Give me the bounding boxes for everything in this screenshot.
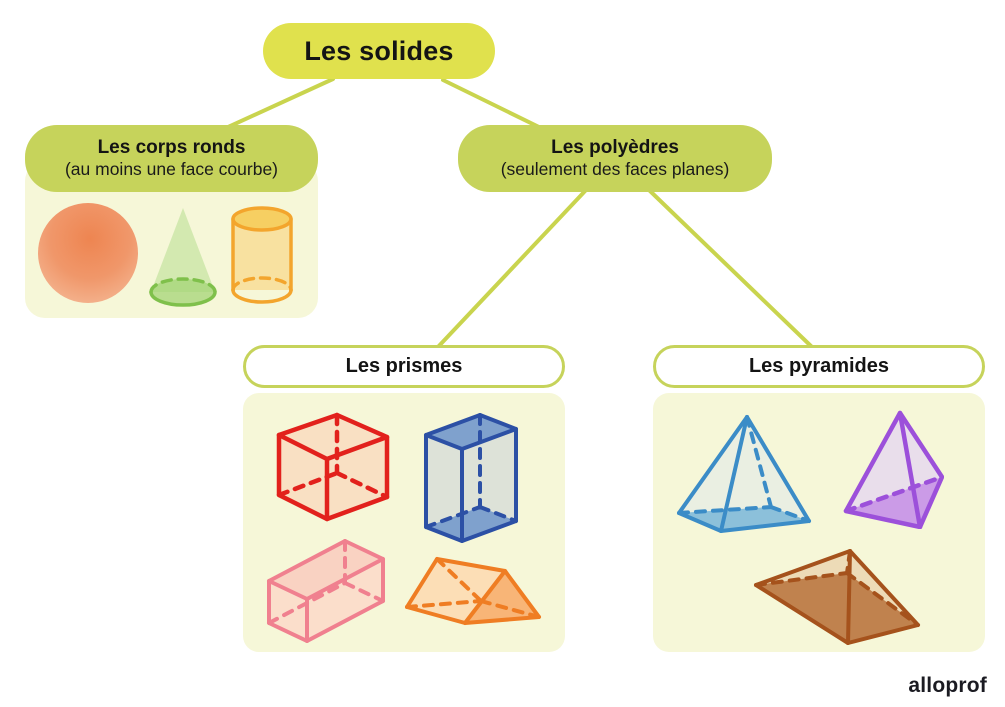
polyedres-title: Les polyèdres [551,136,679,158]
cylinder-icon [231,206,293,304]
square-pyramid-icon [677,415,811,533]
triangular-pyramid-icon [843,410,944,529]
rectangular-prism-upright-icon [424,413,518,543]
rectangular-prism-lying-icon [267,539,385,643]
node-les-solides: Les solides [263,23,495,79]
corps-ronds-header: Les corps ronds (au moins une face courb… [25,125,318,192]
node-polyedres: Les polyèdres (seulement des faces plane… [458,125,772,192]
sphere-icon [38,203,138,303]
cube-icon [276,412,390,522]
node-pyramides: Les pyramides [653,345,985,652]
alloprof-logo: alloprof [908,674,987,697]
node-corps-ronds: Les corps ronds (au moins une face courb… [25,125,318,318]
pyramides-header: Les pyramides [653,345,985,388]
corps-ronds-subtitle: (au moins une face courbe) [64,159,279,180]
corps-ronds-title: Les corps ronds [97,136,246,158]
cone-icon [149,208,217,307]
prismes-title: Les prismes [345,355,463,377]
rectangular-pyramid-icon [754,549,920,645]
node-prismes: Les prismes [243,345,565,652]
root-title: Les solides [304,35,454,66]
pyramides-title: Les pyramides [748,355,890,377]
polyedres-subtitle: (seulement des faces planes) [500,159,730,180]
triangular-prism-icon [405,557,541,625]
prismes-header: Les prismes [243,345,565,388]
